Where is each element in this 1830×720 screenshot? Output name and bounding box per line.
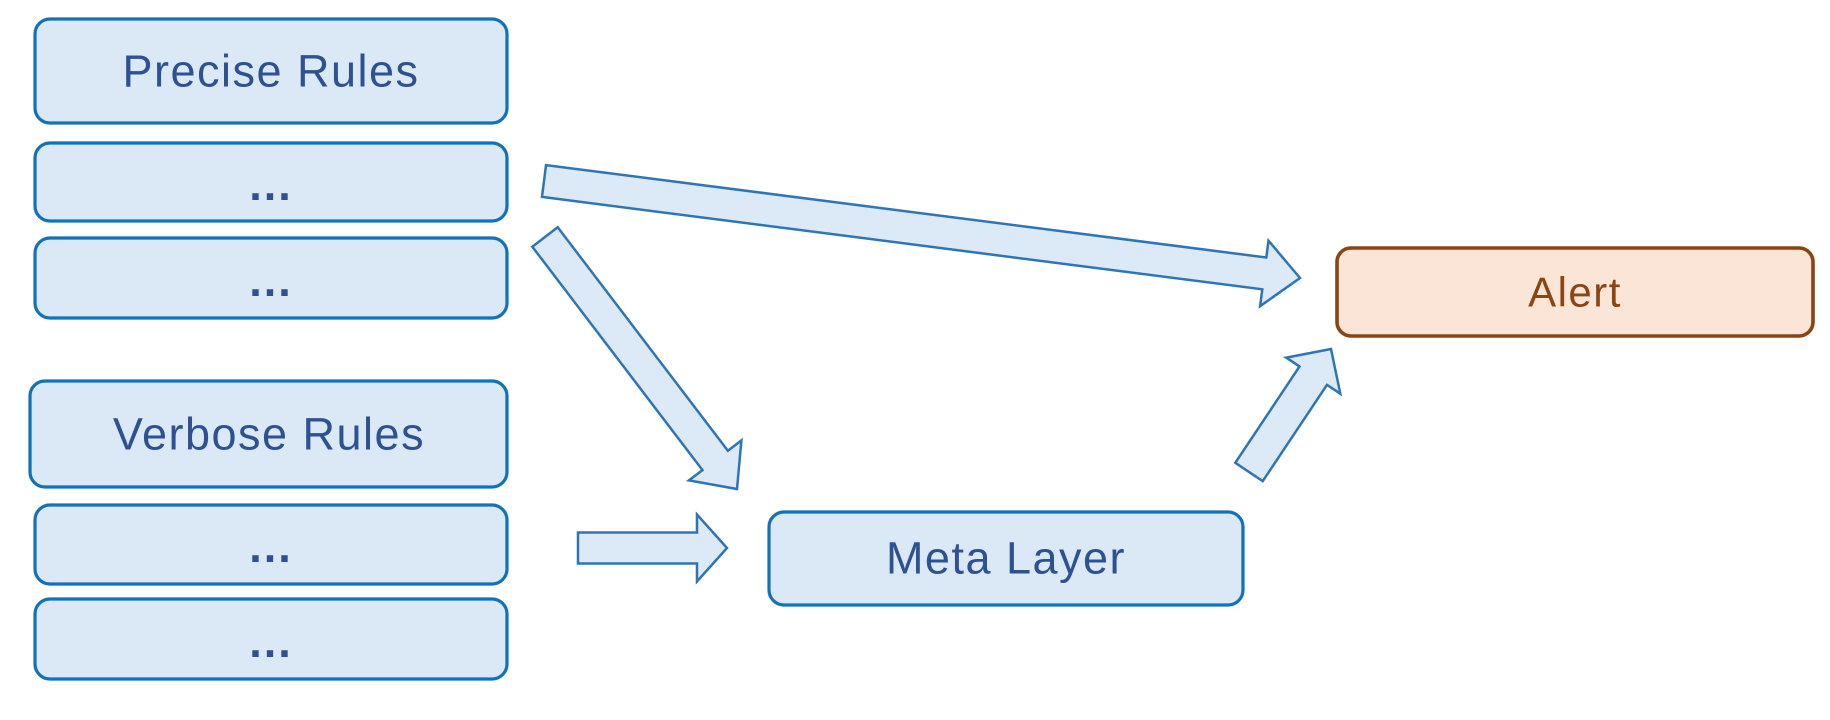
precise-rule-item-1-label: ...: [249, 159, 293, 210]
verbose-rules-box: [28, 379, 509, 489]
node-precise-rule-item-2: ...: [33, 236, 509, 320]
verbose-rule-item-1-label: ...: [249, 521, 293, 572]
verbose-rule-item-2-box: [33, 597, 509, 681]
node-verbose-rule-item-2: ...: [33, 597, 509, 681]
arrow-precise-item-to-alert: [540, 163, 1302, 309]
arrow-precise-item-to-meta-layer: [530, 225, 743, 491]
node-meta-layer: Meta Layer: [767, 510, 1245, 607]
verbose-rule-item-2-label: ...: [249, 616, 293, 667]
precise-rules-box: [33, 17, 509, 125]
precise-rules-label: Precise Rules: [122, 46, 419, 97]
node-precise-rules: Precise Rules: [33, 17, 509, 125]
arrow-verbose-to-meta-layer: [576, 511, 729, 585]
node-verbose-rule-item-1: ...: [33, 503, 509, 586]
precise-rule-item-2-label: ...: [249, 255, 293, 306]
alert-box: [1335, 246, 1815, 338]
node-alert: Alert: [1335, 246, 1815, 338]
node-precise-rule-item-1: ...: [33, 141, 509, 223]
verbose-rules-label: Verbose Rules: [113, 409, 425, 460]
meta-layer-box: [767, 510, 1245, 607]
node-verbose-rules: Verbose Rules: [28, 379, 509, 489]
alert-label: Alert: [1528, 269, 1622, 316]
arrow-meta-layer-to-alert: [1233, 347, 1343, 483]
verbose-rule-item-1-box: [33, 503, 509, 586]
precise-rule-item-2-box: [33, 236, 509, 320]
precise-rule-item-1-box: [33, 141, 509, 223]
meta-layer-label: Meta Layer: [886, 533, 1126, 584]
